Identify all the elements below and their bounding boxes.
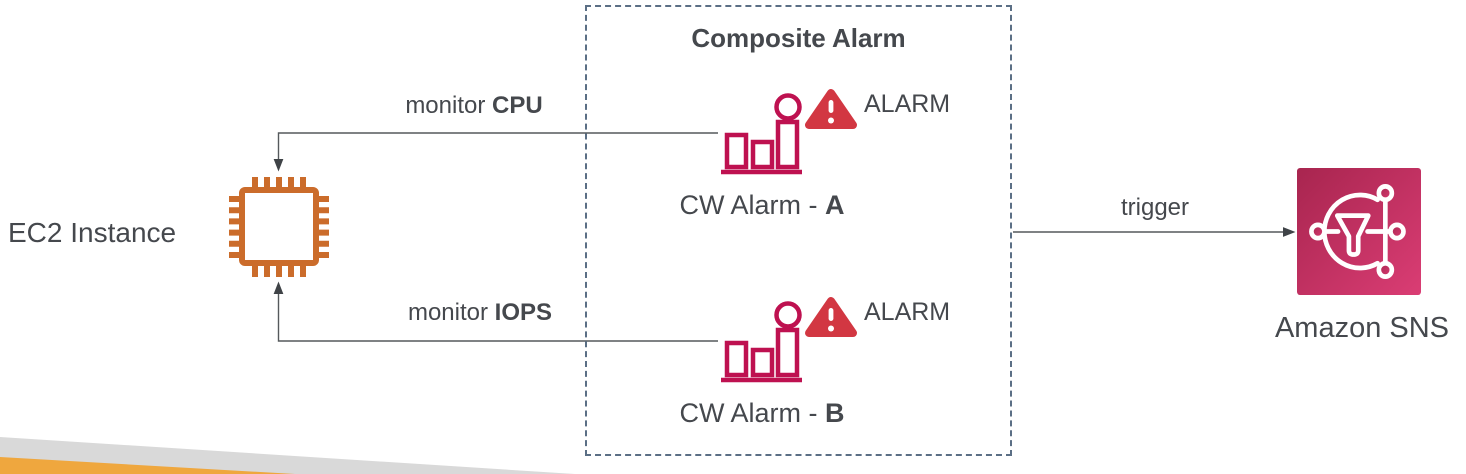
cw-alarm-a-label-prefix: CW Alarm - — [679, 190, 825, 220]
cloudwatch-alarm-icon — [721, 93, 802, 175]
cw-alarm-b-label-prefix: CW Alarm - — [679, 398, 825, 428]
edge-monitor-cpu-metric: CPU — [492, 92, 543, 119]
amazon-sns-label: Amazon SNS — [1274, 312, 1450, 344]
cw-alarm-b-label: CW Alarm - B — [637, 397, 887, 429]
edge-monitor-cpu-prefix: monitor — [405, 92, 493, 119]
edge-monitor-iops-label: monitor IOPS — [355, 298, 605, 327]
ec2-instance-label: EC2 Instance — [8, 217, 177, 248]
edge-monitor-iops-prefix: monitor — [407, 299, 495, 326]
edge-monitor-iops-metric: IOPS — [494, 299, 553, 326]
edge-trigger-label: trigger — [1120, 194, 1190, 221]
ec2-chip-icon — [229, 177, 329, 277]
warning-triangle-icon — [805, 89, 857, 129]
alarm-b-status: ALARM — [864, 298, 951, 326]
warning-triangle-icon — [805, 297, 857, 337]
alarm-a-status: ALARM — [864, 90, 951, 118]
cloudwatch-alarm-icon — [721, 301, 802, 383]
cw-alarm-a-label-letter: A — [825, 190, 845, 220]
cw-alarm-a-label: CW Alarm - A — [637, 189, 887, 221]
composite-alarm-title: Composite Alarm — [691, 23, 906, 53]
edge-monitor-cpu-label: monitor CPU — [350, 91, 598, 120]
amazon-sns-icon — [1297, 168, 1421, 295]
composite-alarm-box: Composite Alarm — [585, 5, 1012, 456]
cw-alarm-b-label-letter: B — [825, 398, 845, 428]
